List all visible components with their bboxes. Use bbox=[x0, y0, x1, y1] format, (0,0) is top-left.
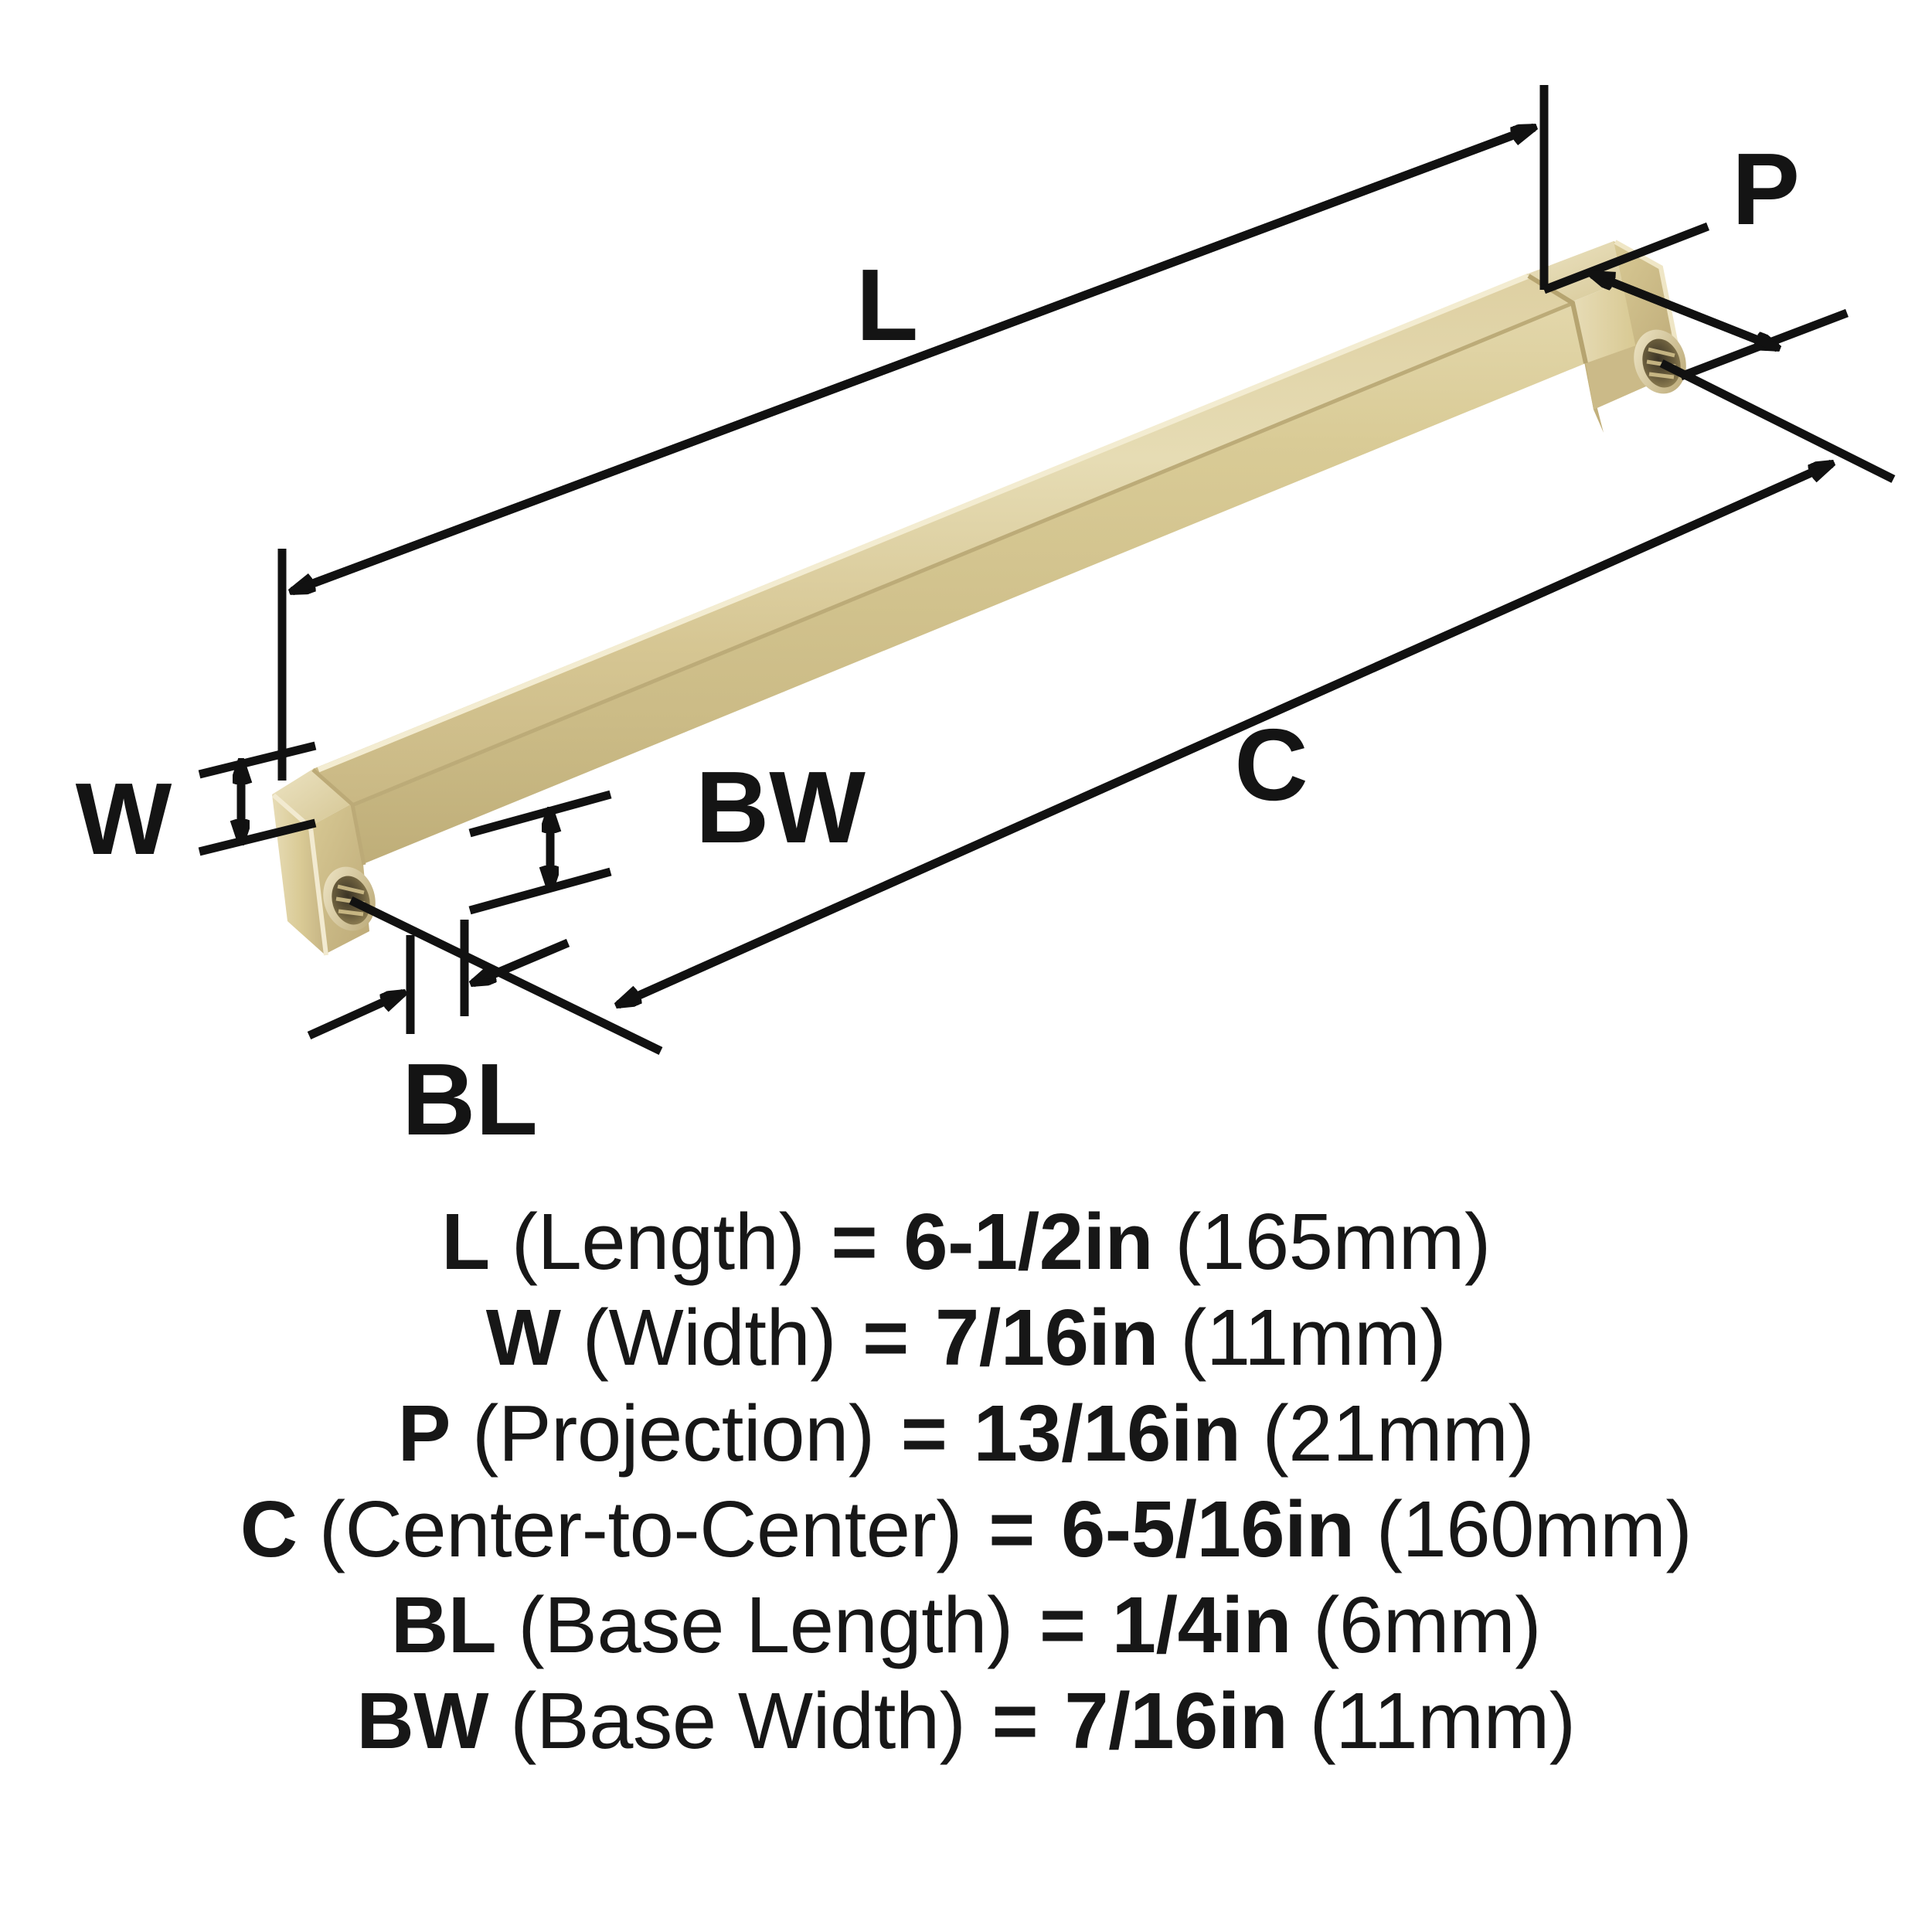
spec-mm: (6mm) bbox=[1313, 1580, 1542, 1669]
spec-name: (Length) bbox=[511, 1197, 805, 1286]
label-center-to-center: C bbox=[1234, 708, 1308, 821]
spec-name: (Width) bbox=[582, 1293, 837, 1382]
pull-handle-dimension-diagram: L P C W BW BL bbox=[76, 85, 1896, 1156]
left-post-mitre-seam bbox=[311, 768, 366, 866]
spec-equals: = bbox=[988, 1485, 1035, 1573]
label-base-length: BL bbox=[402, 1043, 538, 1156]
projection-extension-upper bbox=[1543, 222, 1709, 294]
bar-top-face bbox=[313, 274, 1573, 804]
spec-inches: 7/16in bbox=[934, 1293, 1159, 1382]
spec-code: BW bbox=[356, 1676, 489, 1765]
bw-extension-bottom bbox=[468, 867, 612, 915]
spec-inches: 6-1/2in bbox=[903, 1197, 1154, 1286]
left-post-top-face bbox=[272, 769, 352, 827]
width-extension-top bbox=[198, 741, 317, 779]
length-dimension-line-2 bbox=[291, 128, 1534, 596]
bar-seam-line bbox=[353, 301, 1574, 807]
spec-name: (Projection) bbox=[472, 1389, 875, 1478]
spec-equals: = bbox=[1039, 1580, 1086, 1669]
right-post-edge-highlight bbox=[1614, 240, 1684, 372]
spec-equals: = bbox=[831, 1197, 878, 1286]
c-dimension-line-2 bbox=[616, 464, 1832, 1009]
spec-mm: (165mm) bbox=[1175, 1197, 1491, 1286]
spec-row: P (Projection) = 13/16in (21mm) bbox=[0, 1386, 1932, 1481]
label-width: W bbox=[76, 762, 172, 876]
bl-arrow-left bbox=[307, 993, 403, 1040]
spec-inches: 6-5/16in bbox=[1061, 1485, 1355, 1573]
label-projection: P bbox=[1732, 132, 1800, 246]
spec-name: (Center-to-Center) bbox=[318, 1485, 963, 1573]
spec-equals: = bbox=[992, 1676, 1039, 1765]
bar-highlight-edge bbox=[317, 273, 1530, 773]
bw-extension-top bbox=[468, 790, 612, 838]
spec-inches: 7/16in bbox=[1064, 1676, 1288, 1765]
spec-mm: (160mm) bbox=[1376, 1485, 1692, 1573]
spec-code: BL bbox=[390, 1580, 497, 1669]
label-length: L bbox=[856, 248, 919, 362]
spec-inches: 13/16in bbox=[973, 1389, 1241, 1478]
bl-arrow-right bbox=[473, 938, 570, 983]
dimension-base-width bbox=[468, 790, 612, 915]
c-leader-left bbox=[349, 896, 663, 1055]
spec-row: BL (Base Length) = 1/4in (6mm) bbox=[0, 1577, 1932, 1673]
spec-name: (Base Length) bbox=[518, 1580, 1013, 1669]
handle-illustration bbox=[272, 240, 1686, 956]
spec-mm: (21mm) bbox=[1262, 1389, 1535, 1478]
spec-code: W bbox=[485, 1293, 561, 1382]
spec-row: W (Width) = 7/16in (11mm) bbox=[0, 1290, 1932, 1386]
dimension-projection bbox=[1539, 85, 1849, 381]
spec-row: C (Center-to-Center) = 6-5/16in (160mm) bbox=[0, 1481, 1932, 1577]
projection-dimension-line-2 bbox=[1592, 274, 1780, 352]
spec-name: (Base Width) bbox=[510, 1676, 966, 1765]
dimension-center-to-center bbox=[349, 359, 1896, 1055]
spec-code: P bbox=[397, 1389, 451, 1478]
spec-code: C bbox=[240, 1485, 298, 1573]
spec-row: L (Length) = 6-1/2in (165mm) bbox=[0, 1194, 1932, 1290]
spec-mm: (11mm) bbox=[1309, 1676, 1576, 1765]
specification-list: L (Length) = 6-1/2in (165mm) W (Width) =… bbox=[0, 1194, 1932, 1769]
spec-inches: 1/4in bbox=[1111, 1580, 1292, 1669]
dimension-base-length bbox=[307, 920, 570, 1040]
label-base-width: BW bbox=[696, 750, 866, 864]
bar-front-long-face bbox=[352, 301, 1586, 864]
spec-equals: = bbox=[900, 1389, 947, 1478]
c-leader-right bbox=[1659, 359, 1896, 483]
spec-row: BW (Base Width) = 7/16in (11mm) bbox=[0, 1673, 1932, 1769]
spec-mm: (11mm) bbox=[1180, 1293, 1447, 1382]
spec-code: L bbox=[441, 1197, 490, 1286]
dimension-width bbox=[198, 741, 317, 856]
spec-equals: = bbox=[862, 1293, 909, 1382]
width-extension-bottom bbox=[198, 818, 317, 856]
